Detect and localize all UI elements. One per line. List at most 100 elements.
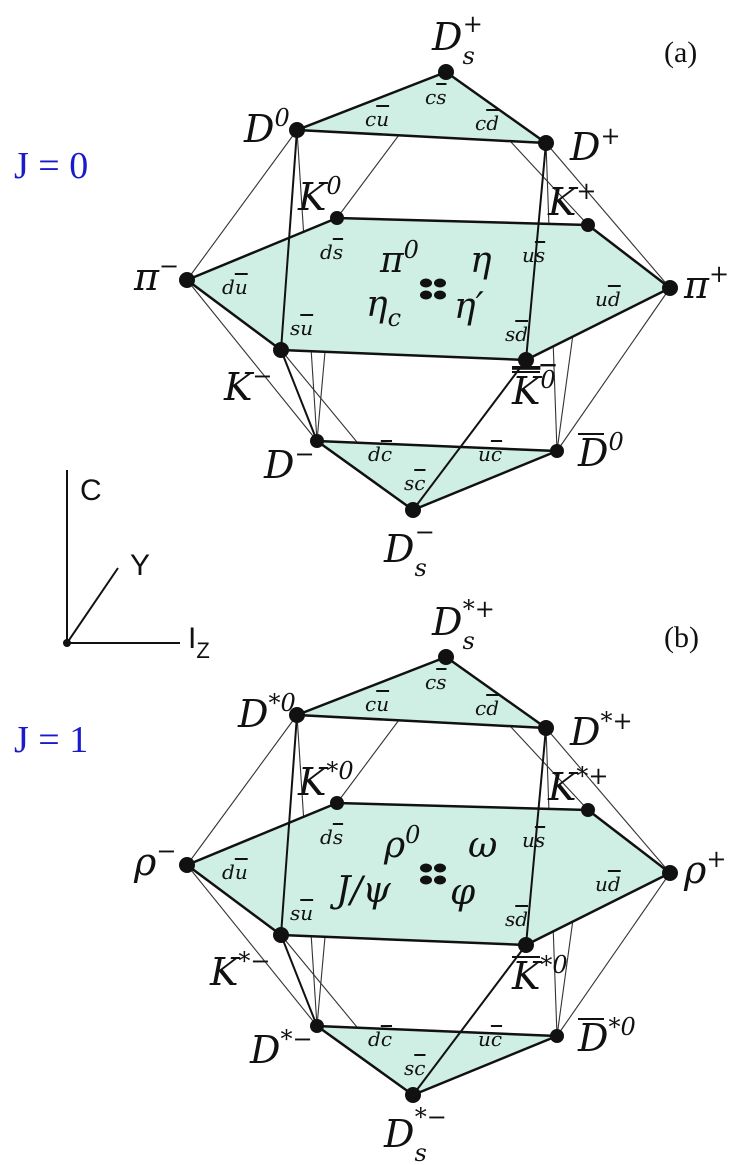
label-ds-star-minus: Ds*− [383,1103,447,1165]
node-d-star-0 [289,707,305,723]
node-k-star-minus [273,927,289,943]
quark-labels: cs cu cd ds us du ud su sd dc uc sc [222,670,621,1080]
charm-minus-triangle [315,439,559,512]
node-ds-minus [405,502,421,518]
panel-b-vector-mesons: Ds*+ D*0 D*+ K*0 K*+ ρ− ρ+ K*− K*0 D*− D… [14,595,726,1165]
node-pi-plus [662,280,678,296]
svg-text:sd: sd [505,322,528,346]
node-k-star-0-bar [518,937,534,953]
c-axis-label: C [80,474,102,507]
label-d-minus: D− [263,440,315,487]
center-dots [420,278,446,300]
panel-b-tag: (b) [664,621,699,654]
charm-minus-triangle [315,1024,559,1097]
center-label-d: η′ [454,286,484,327]
label-k0-bar: K0 [511,366,556,413]
svg-text:du: du [222,860,248,884]
svg-text:sc: sc [404,471,425,495]
charm-plus-triangle [295,655,548,730]
node-d0-bar [550,444,564,458]
label-ds-minus: Ds− [383,518,435,582]
svg-text:us: us [522,243,545,267]
svg-text:uc: uc [478,1027,502,1051]
node-k-plus [581,218,595,232]
label-d-star-0: D*0 [237,689,296,736]
node-d-star-plus [538,720,554,736]
j1-label: J = 1 [14,719,88,761]
label-d-plus: D+ [569,122,621,169]
svg-text:dc: dc [368,1027,392,1051]
j0-label: J = 0 [14,145,88,187]
label-pi-minus: π− [133,252,179,299]
center-label-a: π0 [379,236,419,281]
charm-plus-triangle [295,70,548,145]
label-pi-plus: π+ [683,260,729,307]
label-d0: D0 [243,104,290,151]
node-k-star-0 [330,796,344,810]
center-label-c: J/ψ [329,870,392,911]
svg-text:sd: sd [505,907,528,931]
center-label-c: ηc [366,284,401,332]
label-k-star-plus: K*+ [547,762,609,809]
svg-text:cs: cs [425,670,446,694]
center-label-a: ρ0 [383,821,420,866]
svg-text:us: us [522,828,545,852]
node-d-star-0-bar [550,1029,564,1043]
node-d-plus [538,135,554,151]
svg-text:ds: ds [320,825,343,849]
svg-text:cu: cu [365,692,389,716]
iz-axis-label: IZ [188,622,210,663]
node-rho-plus [662,865,678,881]
node-ds-star-minus [405,1087,421,1103]
svg-text:du: du [222,275,248,299]
svg-text:su: su [290,901,313,925]
svg-text:sc: sc [404,1056,425,1080]
svg-text:cd: cd [475,696,499,720]
node-ds-plus [438,64,454,80]
node-d-star-minus [310,1019,324,1033]
svg-text:su: su [290,316,313,340]
wire-edges [186,656,671,1096]
svg-text:dc: dc [368,442,392,466]
center-label-d: φ [450,872,476,913]
label-k-plus: K+ [547,177,597,224]
node-ds-star-plus [438,649,454,665]
label-ds-star-plus: Ds*+ [431,595,495,655]
svg-text:ds: ds [320,240,343,264]
y-axis-label: Y [130,549,150,582]
panel-a-pseudoscalar-mesons: Ds+ D0 D+ K0 K+ π− π+ K− K0 D− D0 Ds− cs… [14,10,729,582]
svg-text:ud: ud [595,872,621,896]
label-k0: K0 [297,172,342,219]
label-d0-bar: D0 [577,428,624,475]
label-d-star-minus: D*− [249,1025,313,1072]
node-k-minus [273,342,289,358]
y-axis [66,567,119,644]
panel-a-tag: (a) [664,36,697,69]
node-rho-minus [179,857,195,873]
svg-text:cu: cu [365,107,389,131]
node-d0 [289,122,305,138]
axes: C Y IZ [63,470,210,663]
center-dots [420,863,446,885]
center-label-b: η [470,240,492,281]
node-k-star-plus [581,803,595,817]
svg-text:uc: uc [478,442,502,466]
node-pi-minus [179,272,195,288]
label-d-star-0-bar: D*0 [577,1013,636,1060]
svg-text:ud: ud [595,287,621,311]
node-d-minus [310,434,324,448]
node-k0-bar [518,352,534,368]
svg-text:cs: cs [425,85,446,109]
label-k-star-minus: K*− [209,947,271,994]
label-rho-plus: ρ+ [683,845,726,892]
node-k0 [330,211,344,225]
label-k-minus: K− [223,362,273,409]
label-k-star-0-bar: K*0 [511,951,568,998]
axes-origin [63,639,71,647]
label-rho-minus: ρ− [133,837,176,884]
center-label-b: ω [468,825,497,866]
quark-labels: cs cu cd ds us du ud su sd dc uc sc [222,85,621,495]
label-d-star-plus: D*+ [569,707,633,754]
label-ds-plus: Ds+ [431,10,483,70]
